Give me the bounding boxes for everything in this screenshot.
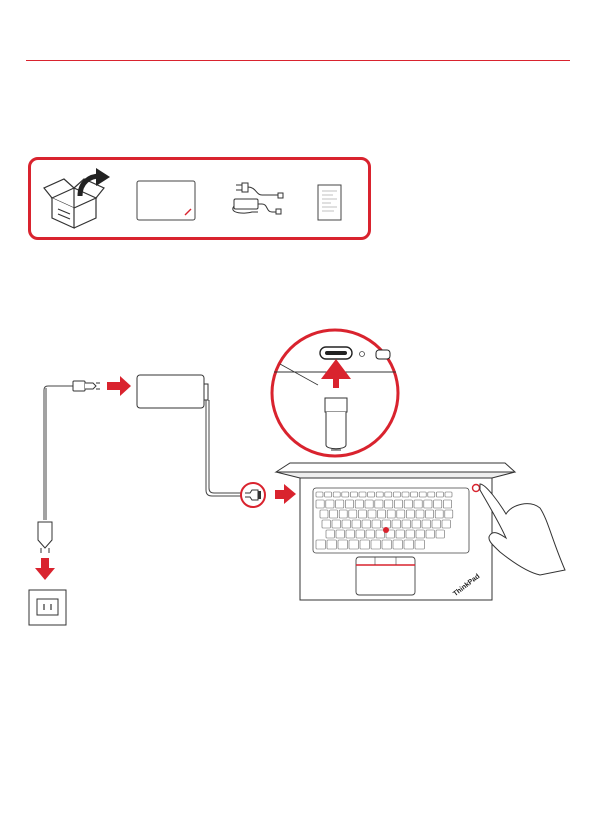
keyboard-key xyxy=(327,540,336,549)
keyboard-key xyxy=(349,540,358,549)
keyboard-key xyxy=(332,520,340,528)
laptop-lid-icon xyxy=(137,181,195,220)
keyboard-key xyxy=(436,492,443,497)
keyboard-key xyxy=(338,540,347,549)
keyboard-key xyxy=(424,500,432,508)
keyboard-key xyxy=(368,492,375,497)
keyboard-key xyxy=(435,510,443,518)
keyboard-key xyxy=(316,492,323,497)
keyboard-key xyxy=(339,510,347,518)
usbc-connector-circle xyxy=(241,483,265,507)
keyboard-key xyxy=(419,492,426,497)
keyboard-key xyxy=(376,530,384,538)
keyboard-key xyxy=(406,510,414,518)
keyboard-key xyxy=(378,510,386,518)
power-cord xyxy=(44,386,73,520)
keyboard-key xyxy=(414,500,422,508)
keyboard-key xyxy=(371,540,380,549)
keyboard-key xyxy=(432,520,440,528)
cord-plug-icon xyxy=(73,381,100,391)
keyboard-key xyxy=(404,540,413,549)
keyboard-key xyxy=(426,530,434,538)
keyboard-key xyxy=(393,540,402,549)
keyboard-key xyxy=(416,510,424,518)
keyboard-key xyxy=(316,500,324,508)
keyboard-key xyxy=(394,500,402,508)
ac-adapter-brick xyxy=(137,375,245,496)
curved-arrow-icon xyxy=(80,168,110,196)
keyboard-key xyxy=(393,492,400,497)
wall-plug-icon xyxy=(38,522,52,553)
keyboard-key xyxy=(360,540,369,549)
right-arrow-to-adapter xyxy=(107,376,131,396)
wall-outlet-icon xyxy=(29,590,66,625)
keyboard-key xyxy=(342,520,350,528)
keyboard-key xyxy=(376,492,383,497)
keyboard-key xyxy=(402,520,410,528)
keyboard-key xyxy=(411,492,418,497)
keyboard-key xyxy=(356,530,364,538)
keyboard-key xyxy=(362,520,370,528)
keyboard-key xyxy=(434,500,442,508)
document-icon xyxy=(318,185,341,220)
keyboard-key xyxy=(342,492,349,497)
trackpoint xyxy=(383,527,389,533)
touchpad xyxy=(356,557,415,595)
ac-adapter-icon xyxy=(233,183,283,214)
keyboard-key xyxy=(322,520,330,528)
keyboard-key xyxy=(406,530,414,538)
keyboard-key xyxy=(443,500,451,508)
keyboard-key xyxy=(428,492,435,497)
keyboard-key xyxy=(404,500,412,508)
keyboard-key xyxy=(402,492,409,497)
keyboard-key xyxy=(412,520,420,528)
keyboard-key xyxy=(416,530,424,538)
keyboard-key xyxy=(436,530,444,538)
keyboard-key xyxy=(382,540,391,549)
down-arrow-to-outlet xyxy=(35,558,55,580)
keyboard-key xyxy=(387,510,395,518)
keyboard-key xyxy=(352,520,360,528)
keyboard-key xyxy=(325,492,332,497)
keyboard-key xyxy=(415,540,424,549)
keyboard-key xyxy=(372,520,380,528)
keyboard-key xyxy=(392,520,400,528)
keyboard-key xyxy=(320,510,328,518)
keyboard-key xyxy=(359,492,366,497)
keyboard-key xyxy=(336,530,344,538)
keyboard-key xyxy=(316,540,325,549)
keyboard-key xyxy=(442,520,450,528)
keyboard-key xyxy=(345,500,353,508)
port-zoom-circle xyxy=(272,330,398,456)
usbc-plug-icon xyxy=(325,398,347,412)
keyboard-key xyxy=(336,500,344,508)
keyboard-key xyxy=(385,500,393,508)
keyboard-key xyxy=(366,530,374,538)
keyboard-key xyxy=(397,510,405,518)
keyboard-key xyxy=(385,492,392,497)
keyboard-key xyxy=(346,530,354,538)
unbox-icon xyxy=(44,179,104,228)
keyboard-key xyxy=(382,520,390,528)
keyboard-key xyxy=(330,510,338,518)
keyboard-key xyxy=(365,500,373,508)
keyboard-key xyxy=(355,500,363,508)
keyboard-key xyxy=(426,510,434,518)
keyboard-key xyxy=(445,510,453,518)
keyboard-key xyxy=(375,500,383,508)
right-arrow-to-laptop xyxy=(275,484,296,504)
keyboard-key xyxy=(396,530,404,538)
keyboard-key xyxy=(333,492,340,497)
keyboard-key xyxy=(445,492,452,497)
keyboard-key xyxy=(326,530,334,538)
hand-pressing-power-icon xyxy=(480,484,565,575)
keyboard-key xyxy=(326,500,334,508)
keyboard-key xyxy=(422,520,430,528)
power-button-icon xyxy=(473,485,480,492)
keyboard-key xyxy=(358,510,366,518)
keyboard-key xyxy=(368,510,376,518)
keyboard-key xyxy=(349,510,357,518)
keyboard-key xyxy=(350,492,357,497)
